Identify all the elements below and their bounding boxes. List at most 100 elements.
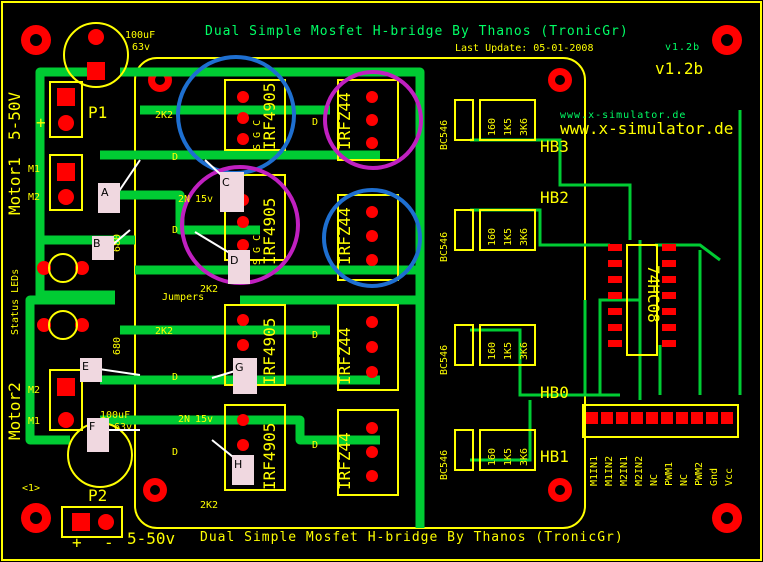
mosfet-pins [237,91,378,482]
diode-c: D [172,372,178,383]
callout-g: G [235,361,244,374]
cap-bottom-voltage: 63v [114,422,132,433]
pin-nc-1: NC [649,474,660,486]
cap-bottom-value: 100uF [100,410,130,421]
blue-circle-middle-right [322,188,422,288]
resistor-2k2-d: 2K2 [200,500,218,511]
callout-e: E [82,360,89,373]
pin-gnd: Gnd [709,468,720,486]
m1-bottom-label: M1 [28,416,40,427]
bjt-3: BC546 [439,345,450,375]
pin-nc-2: NC [679,474,690,486]
p2-minus-label: - [104,533,114,552]
pin-pwm2: PWM2 [694,462,705,486]
motor1-label: Motor1 [5,157,24,215]
r160-2: 160 [487,228,498,246]
nmos-3: IRFZ44 [335,327,354,385]
mirrored-title: Dual Simple Mosfet H-bridge By Thanos (T… [205,24,629,39]
r160-1: 160 [487,118,498,136]
nmos-2: IRFZ44 [335,207,354,265]
diode-e: D [312,117,318,128]
zener-b: 15v [195,414,213,425]
nmos-4: IRFZ44 [335,432,354,490]
pin-m2in2: M2IN2 [634,456,645,486]
p1-label: P1 [88,103,107,122]
bridge-label-hb1: HB1 [540,447,569,466]
pmos-2: IRF4905 [260,198,279,265]
r3k6-2: 3K6 [519,228,530,246]
version-label: v1.2b [655,59,703,78]
diode-d: D [172,447,178,458]
resistor-2k2-a: 2K2 [155,110,173,121]
pmos-4: IRF4905 [260,423,279,490]
callout-b: B [93,237,101,250]
m1-top-label: M1 [28,164,40,175]
zener-a: 15v [195,194,213,205]
footer-voltage: 5-50v [127,529,175,548]
r1k5-3: 1K5 [503,342,514,360]
mounting-holes [21,25,742,533]
mirrored-version: v1.2b [665,42,700,53]
nmos-1: IRFZ44 [335,92,354,150]
bjt-2: BC546 [439,232,450,262]
driver-blocks [454,99,739,471]
bjt-1: BC546 [439,120,450,150]
r160-4: 160 [487,448,498,466]
callout-boxes [80,172,257,485]
logic-ic: 74HC08 [644,265,663,323]
r160-3: 160 [487,342,498,360]
callout-f: F [89,420,95,433]
pin-m1in2: M1IN2 [604,456,615,486]
pin-vcc: Vcc [724,468,735,486]
cap-top-voltage: 63v [132,42,150,53]
diode-a: D [172,152,178,163]
terminal-blocks [48,81,123,538]
resistor-680-a: 680 [112,234,123,252]
plus-label: + [36,113,46,132]
bjt-4: BC546 [439,450,450,480]
transistor-label-b: 2N [178,414,190,425]
purple-circle-top-right [323,70,423,170]
m2-bottom-label: M2 [28,385,40,396]
pmos-1: IRF4905 [260,83,279,150]
pin-labels-2: S G C [252,235,263,265]
bridge-label-hb3: HB3 [540,137,569,156]
callout-a: A [101,186,109,199]
pin-labels-1: S G C [252,120,263,150]
resistor-2k2-b: 2K2 [200,284,218,295]
pmos-3: IRF4905 [260,318,279,385]
diode-g: D [312,440,318,451]
highlight-circles [176,55,423,288]
pads [37,29,114,531]
r1k5-1: 1K5 [503,118,514,136]
diode-f: D [312,330,318,341]
bridge-label-hb2: HB2 [540,188,569,207]
r1k5-4: 1K5 [503,448,514,466]
r3k6-3: 3K6 [519,342,530,360]
r3k6-1: 3K6 [519,118,530,136]
thin-traces [470,110,742,462]
connector-pin-labels: M1IN1 M1IN2 M2IN1 M2IN2 NC PWM1 NC PWM2 … [589,456,735,486]
callout-h: H [234,458,242,471]
heatsink-outline [134,57,586,529]
last-update: Last Update: 05-01-2008 [455,43,593,54]
mirrored-website: www.x-simulator.de [560,110,686,121]
transistor-label-a: 2N [178,194,190,205]
diode-b: D [172,225,178,236]
footer-title: Dual Simple Mosfet H-bridge By Thanos (T… [200,530,624,545]
p2-plus-label: + [72,533,82,552]
power-input-label: 5-50V [5,91,24,140]
resistor-2k2-c: 2K2 [155,326,173,337]
pin-m2in1: M2IN1 [619,456,630,486]
r1k5-2: 1K5 [503,228,514,246]
jumpers-label: Jumpers [162,292,204,303]
pin-m1in1: M1IN1 [589,456,600,486]
resistor-680-b: 680 [112,337,123,355]
website-url: www.x-simulator.de [560,119,733,138]
callout-d: D [230,254,238,267]
r3k6-4: 3K6 [519,448,530,466]
motor2-label: Motor2 [5,382,24,440]
